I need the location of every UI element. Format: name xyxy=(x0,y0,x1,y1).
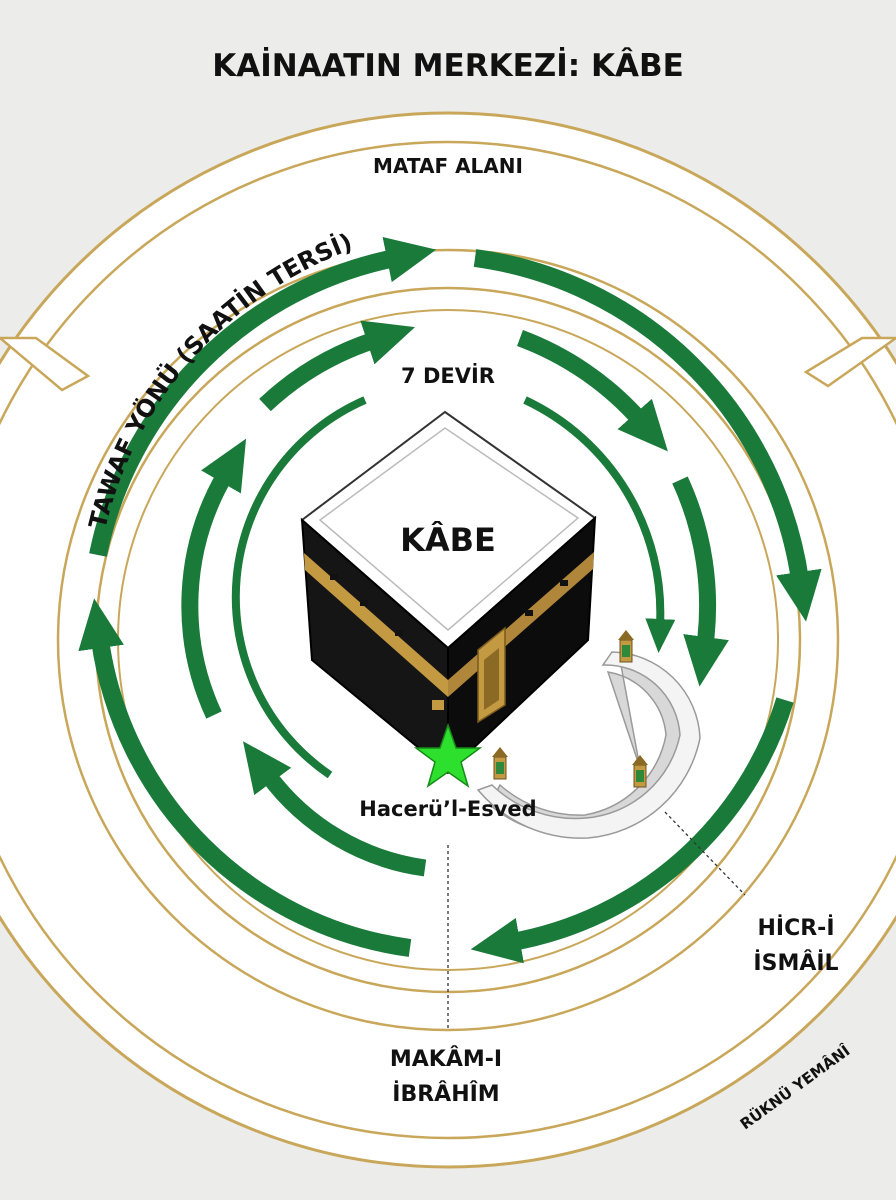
makam-label-line1: MAKÂM-I xyxy=(390,1046,502,1072)
hacer-label: Hacerü’l-Esved xyxy=(359,797,536,821)
tawaf-arrow-inner-5 xyxy=(672,476,729,687)
thin-tawaf-arrows xyxy=(231,396,676,779)
tawaf-arrow-outer-3 xyxy=(473,249,822,622)
tawaf-arrow-outer-4 xyxy=(470,697,794,964)
hicr-i-ismail-wall xyxy=(476,630,701,839)
tawaf-arrow-thin-2 xyxy=(523,396,676,653)
tawaf-arrow-outer-1 xyxy=(78,598,412,957)
tawaf-arrow-outer-2 xyxy=(89,237,437,557)
tawaf-arrow-inner-4 xyxy=(517,330,668,452)
hicr-label-line2: İSMÂİL xyxy=(753,950,838,976)
kabe-cube xyxy=(300,410,597,775)
leader-lines xyxy=(447,811,746,1030)
lantern-icon xyxy=(632,755,648,788)
lantern-icon xyxy=(618,630,634,663)
kiswa-ornament xyxy=(330,574,568,636)
mataf-label: MATAF ALANI xyxy=(373,154,523,178)
tawaf-arrow-inner-1 xyxy=(242,741,427,877)
hicr-label-line1: HİCR-İ xyxy=(758,915,835,941)
hacer-star-icon xyxy=(413,722,483,788)
tawaf-arrow-inner-2 xyxy=(181,438,247,719)
outer-tawaf-arrows xyxy=(78,237,822,964)
makam-label-line2: İBRÂHÎM xyxy=(392,1081,499,1107)
inner-tawaf-arrows xyxy=(181,320,729,877)
page-title: KAİNAATIN MERKEZİ: KÂBE xyxy=(212,48,684,84)
kabe-label: KÂBE xyxy=(400,521,496,559)
tawaf-arrow-thin-1 xyxy=(231,396,367,779)
devir-label: 7 DEVİR xyxy=(401,363,495,388)
tawaf-arrow-inner-3 xyxy=(259,320,415,412)
lantern-icon xyxy=(492,747,508,780)
